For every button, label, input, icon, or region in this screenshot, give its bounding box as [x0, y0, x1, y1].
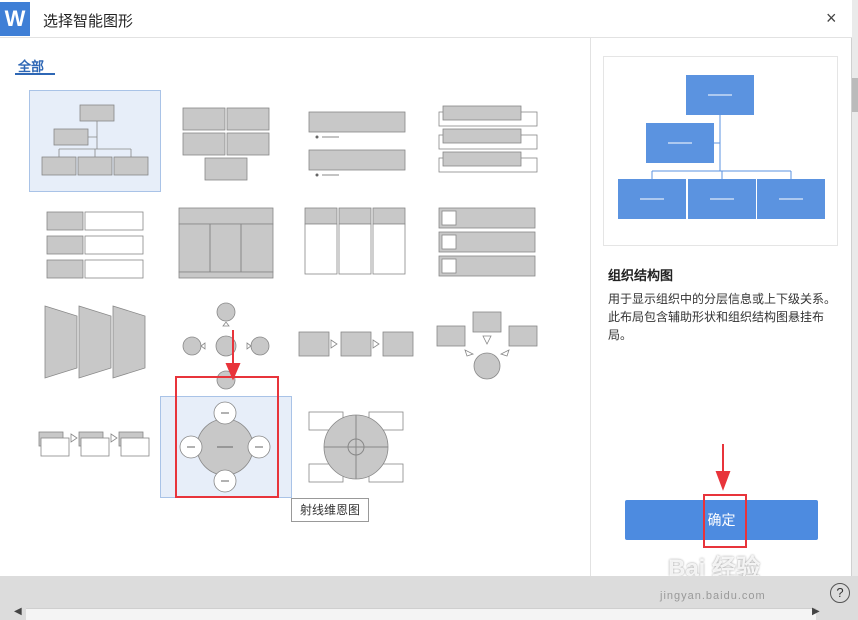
highlight-box-radial-item: [175, 376, 279, 498]
highlight-box-ok-button: [703, 494, 747, 548]
red-arrow-ok-head-icon: [715, 471, 731, 491]
tooltip: 射线维恩图: [291, 498, 369, 522]
wps-logo-icon: W: [0, 2, 30, 36]
gallery-item-circle-matrix[interactable]: [297, 398, 429, 500]
basic-process-thumbnail-icon: [298, 331, 414, 357]
right-scrollbar[interactable]: [852, 0, 858, 576]
smart-art-gallery: [0, 80, 590, 576]
ok-button[interactable]: 确定: [625, 500, 818, 540]
close-icon[interactable]: ×: [826, 8, 837, 28]
vertical-bullet-list-thumbnail-icon: [46, 211, 144, 279]
gallery-item-grid-boxes[interactable]: [165, 90, 297, 192]
horizontal-bullet-list-thumbnail-icon: [304, 207, 406, 275]
gallery-item-picture-list[interactable]: [429, 202, 561, 304]
org-chart-preview-icon: [618, 75, 825, 219]
gallery-item-org-chart[interactable]: [29, 90, 161, 192]
scroll-left-icon[interactable]: ◀: [14, 606, 22, 617]
step-process-thumbnail-icon: [38, 431, 150, 457]
radial-mind-map-thumbnail-icon: [179, 401, 271, 493]
converging-arrows-thumbnail-icon: [436, 311, 538, 380]
gallery-item-layered-list[interactable]: [429, 90, 561, 192]
gallery-item-radial-mind-map[interactable]: [160, 396, 292, 498]
gallery-item-step-process[interactable]: [29, 398, 161, 500]
picture-list-thumbnail-icon: [438, 207, 536, 277]
preview-title: 组织结构图: [608, 268, 674, 283]
gallery-item-horizontal-bullet-list[interactable]: [297, 202, 429, 304]
layered-list-thumbnail-icon: [438, 105, 538, 173]
smart-art-dialog: W 选择智能图形 × 全部: [0, 0, 852, 582]
grid-boxes-thumbnail-icon: [182, 107, 270, 181]
preview-panel: [603, 56, 838, 246]
scroll-right-icon[interactable]: ▶: [812, 606, 820, 617]
preview-description: 用于显示组织中的分层信息或上下级关系。此布局包含辅助形状和组织结构图悬挂布局。: [608, 292, 837, 342]
gallery-item-cross-arrows[interactable]: [165, 300, 297, 402]
trapezoid-list-thumbnail-icon: [44, 305, 146, 379]
help-icon[interactable]: ?: [830, 583, 850, 603]
right-scrollbar-thumb[interactable]: [852, 78, 858, 112]
horizontal-scrollbar[interactable]: [26, 608, 816, 620]
dialog-title: 选择智能图形: [43, 13, 134, 30]
gallery-item-trapezoid-list[interactable]: [29, 300, 161, 402]
arrows-overlay: [225, 330, 731, 491]
gallery-item-vertical-bullet-list[interactable]: [29, 202, 161, 304]
watermark-url: jingyan.baidu.com: [660, 590, 766, 602]
org-chart-thumbnail-icon: [41, 104, 149, 176]
gallery-item-converging-arrows[interactable]: [429, 300, 561, 402]
stacked-list-thumbnail-icon: [308, 111, 406, 177]
gallery-item-table-hierarchy[interactable]: [165, 202, 297, 304]
red-arrow-radial-head-icon: [225, 363, 241, 381]
title-bar: W 选择智能图形 ×: [0, 0, 852, 38]
cross-arrows-thumbnail-icon: [182, 302, 270, 390]
gallery-item-basic-process[interactable]: [297, 300, 429, 402]
panel-divider: [590, 38, 591, 576]
circle-matrix-thumbnail-icon: [308, 411, 404, 483]
tab-active-indicator: [15, 73, 55, 75]
tab-all[interactable]: 全部: [18, 59, 45, 74]
gallery-item-stacked-list[interactable]: [297, 90, 429, 192]
table-hierarchy-thumbnail-icon: [178, 207, 274, 279]
